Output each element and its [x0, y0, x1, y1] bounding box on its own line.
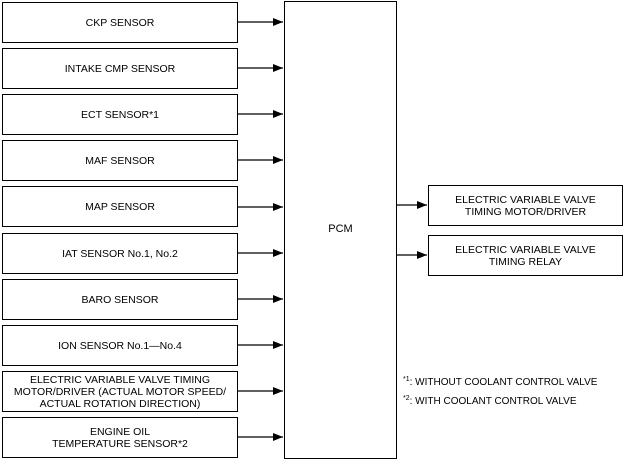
- footnote-2-mark: *2: [403, 395, 410, 402]
- input-map-sensor: MAP SENSOR: [2, 186, 238, 227]
- input-maf-sensor: MAF SENSOR: [2, 140, 238, 181]
- input-evvt-motor-driver: ELECTRIC VARIABLE VALVE TIMING MOTOR/DRI…: [2, 371, 238, 412]
- pcm-block: [284, 1, 397, 459]
- output-evvt-motor-driver: ELECTRIC VARIABLE VALVE TIMING MOTOR/DRI…: [428, 185, 623, 226]
- input-iat-sensor: IAT SENSOR No.1, No.2: [2, 233, 238, 274]
- footnote-1-text: : WITHOUT COOLANT CONTROL VALVE: [409, 377, 598, 388]
- input-intake-cmp-sensor: INTAKE CMP SENSOR: [2, 48, 238, 89]
- input-engine-oil-temp-sensor: ENGINE OIL TEMPERATURE SENSOR*2: [2, 417, 238, 458]
- input-ckp-sensor: CKP SENSOR: [2, 2, 238, 43]
- pcm-label: PCM: [328, 223, 353, 235]
- output-evvt-relay: ELECTRIC VARIABLE VALVE TIMING RELAY: [428, 235, 623, 276]
- footnote-2: *2: WITH COOLANT CONTROL VALVE: [403, 395, 577, 407]
- footnote-2-text: : WITH COOLANT CONTROL VALVE: [409, 396, 577, 407]
- footnote-1-mark: *1: [403, 376, 410, 383]
- input-baro-sensor: BARO SENSOR: [2, 279, 238, 320]
- input-ion-sensor: ION SENSOR No.1—No.4: [2, 325, 238, 366]
- input-ect-sensor: ECT SENSOR*1: [2, 94, 238, 135]
- footnote-1: *1: WITHOUT COOLANT CONTROL VALVE: [403, 376, 597, 388]
